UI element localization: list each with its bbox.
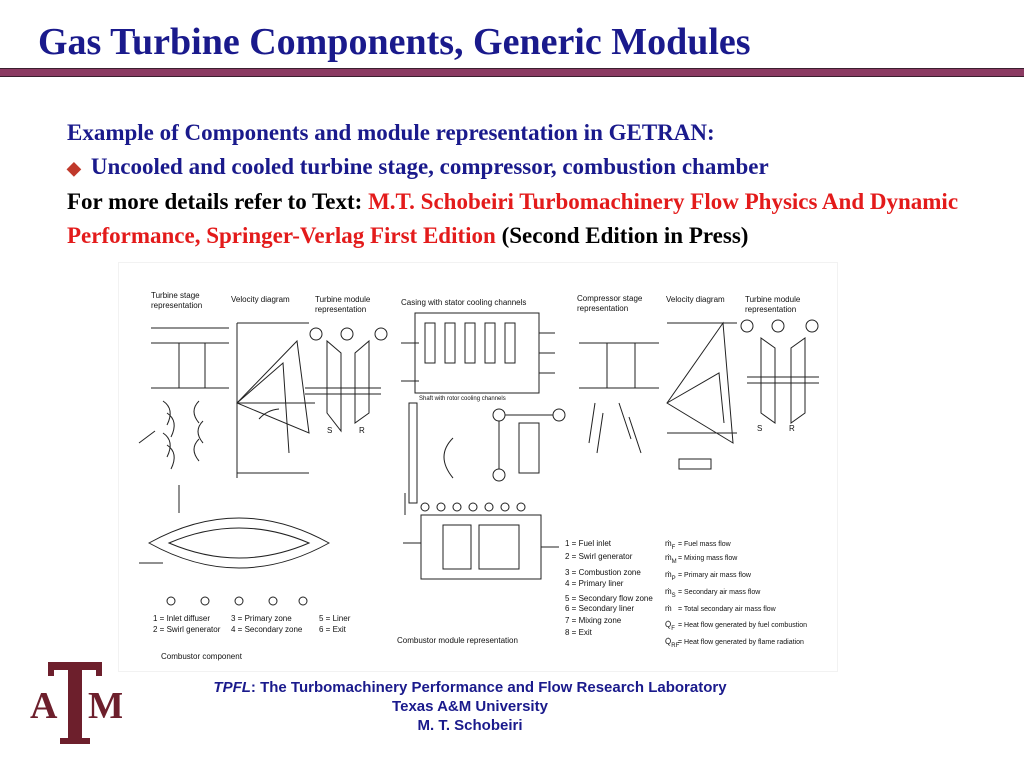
legend-right-3: = Primary air mass flow: [678, 572, 752, 579]
footer-lab-name: : The Turbomachinery Performance and Flo…: [250, 679, 727, 696]
slide-title: Gas Turbine Components, Generic Modules: [38, 21, 751, 63]
legend-left-4: 4 = Secondary zone: [231, 625, 303, 634]
legend-mid-3: 3 = Combustion zone: [565, 568, 641, 577]
bullet-line: ◆ Uncooled and cooled turbine stage, comp…: [67, 150, 1012, 185]
legend-mid-5: 5 = Secondary flow zone: [565, 594, 653, 603]
legend-right-7: = Heat flow generated by flame radiation: [678, 639, 804, 646]
label-r-2: R: [789, 424, 795, 433]
slide-body: Example of Components and module represe…: [67, 116, 1012, 253]
symbol-mp: ṁP: [665, 570, 676, 582]
legend-right-2: = Mixing mass flow: [678, 555, 738, 562]
refer-suffix: (Second Edition in Press): [495, 223, 749, 248]
logo-letter-a: A: [30, 685, 58, 727]
label-compressor-stage-1: Compressor stage: [577, 294, 643, 303]
legend-left-5: 5 = Liner: [319, 614, 351, 623]
label-velocity-diagram: Velocity diagram: [231, 295, 290, 304]
label-velocity-diagram-2: Velocity diagram: [666, 295, 725, 304]
symbol-m: ṁ: [665, 604, 672, 613]
label-combustor-module: Combustor module representation: [397, 636, 518, 645]
label-casing: Casing with stator cooling channels: [401, 298, 526, 307]
label-turbine-module2-1: Turbine module: [745, 295, 801, 304]
legend-right-6: = Heat flow generated by fuel combustion: [678, 622, 807, 629]
footer-university: Texas A&M University: [392, 698, 548, 715]
title-divider: [0, 68, 1024, 77]
label-shaft: Shaft with rotor cooling channels: [419, 396, 506, 402]
symbol-mf: ṁF: [665, 539, 676, 551]
label-compressor-stage-2: representation: [577, 304, 628, 313]
label-turbine-module-1: Turbine module: [315, 295, 371, 304]
label-s: S: [327, 426, 332, 435]
bullet-text: Uncooled and cooled turbine stage, compr…: [90, 154, 769, 179]
slide-footer: TPFL: The Turbomachinery Performance and…: [140, 678, 800, 735]
legend-left-2: 2 = Swirl generator: [153, 625, 221, 634]
label-r: R: [359, 426, 365, 435]
legend-right-1: = Fuel mass flow: [678, 541, 732, 548]
footer-author: M. T. Schobeiri: [417, 717, 523, 734]
label-s-2: S: [757, 424, 762, 433]
legend-mid-7: 7 = Mixing zone: [565, 616, 622, 625]
refer-book-title: M.T. Schobeiri Turbomachinery Flow Physi…: [67, 189, 959, 248]
label-turbine-stage-1: Turbine stage: [151, 291, 200, 300]
legend-left-3: 3 = Primary zone: [231, 614, 292, 623]
legend-right-5: = Total secondary air mass flow: [678, 606, 777, 613]
logo-letter-m: M: [88, 685, 122, 727]
legend-mid-2: 2 = Swirl generator: [565, 552, 633, 561]
tamu-logo: A M: [30, 662, 122, 744]
component-figure: Turbine stage representation Velocity di…: [118, 262, 838, 672]
label-combustor-component: Combustor component: [161, 652, 243, 661]
legend-left-1: 1 = Inlet diffuser: [153, 614, 210, 623]
legend-mid-6: 6 = Secondary liner: [565, 604, 634, 613]
symbol-qf: Q̇F: [665, 620, 675, 632]
legend-right-4: = Secondary air mass flow: [678, 589, 761, 596]
refer-prefix: For more details refer to Text:: [67, 189, 369, 214]
label-turbine-stage-2: representation: [151, 301, 202, 310]
component-drawings: Turbine stage representation Velocity di…: [138, 291, 819, 661]
footer-lab-acronym: TPFL: [213, 679, 251, 696]
legend-mid-1: 1 = Fuel inlet: [565, 539, 612, 548]
reference-paragraph: For more details refer to Text: M.T. Sch…: [67, 185, 1012, 253]
legend-mid-8: 8 = Exit: [565, 628, 593, 637]
diamond-bullet-icon: ◆: [67, 158, 81, 178]
label-turbine-module2-2: representation: [745, 305, 796, 314]
heading-line: Example of Components and module represe…: [67, 120, 715, 145]
symbol-mm: ṁM: [665, 553, 677, 565]
label-turbine-module-2: representation: [315, 305, 366, 314]
symbol-ms: ṁS: [665, 587, 676, 599]
legend-left-6: 6 = Exit: [319, 625, 347, 634]
legend-mid-4: 4 = Primary liner: [565, 579, 624, 588]
footer-lab-line: TPFL: The Turbomachinery Performance and…: [140, 678, 800, 697]
